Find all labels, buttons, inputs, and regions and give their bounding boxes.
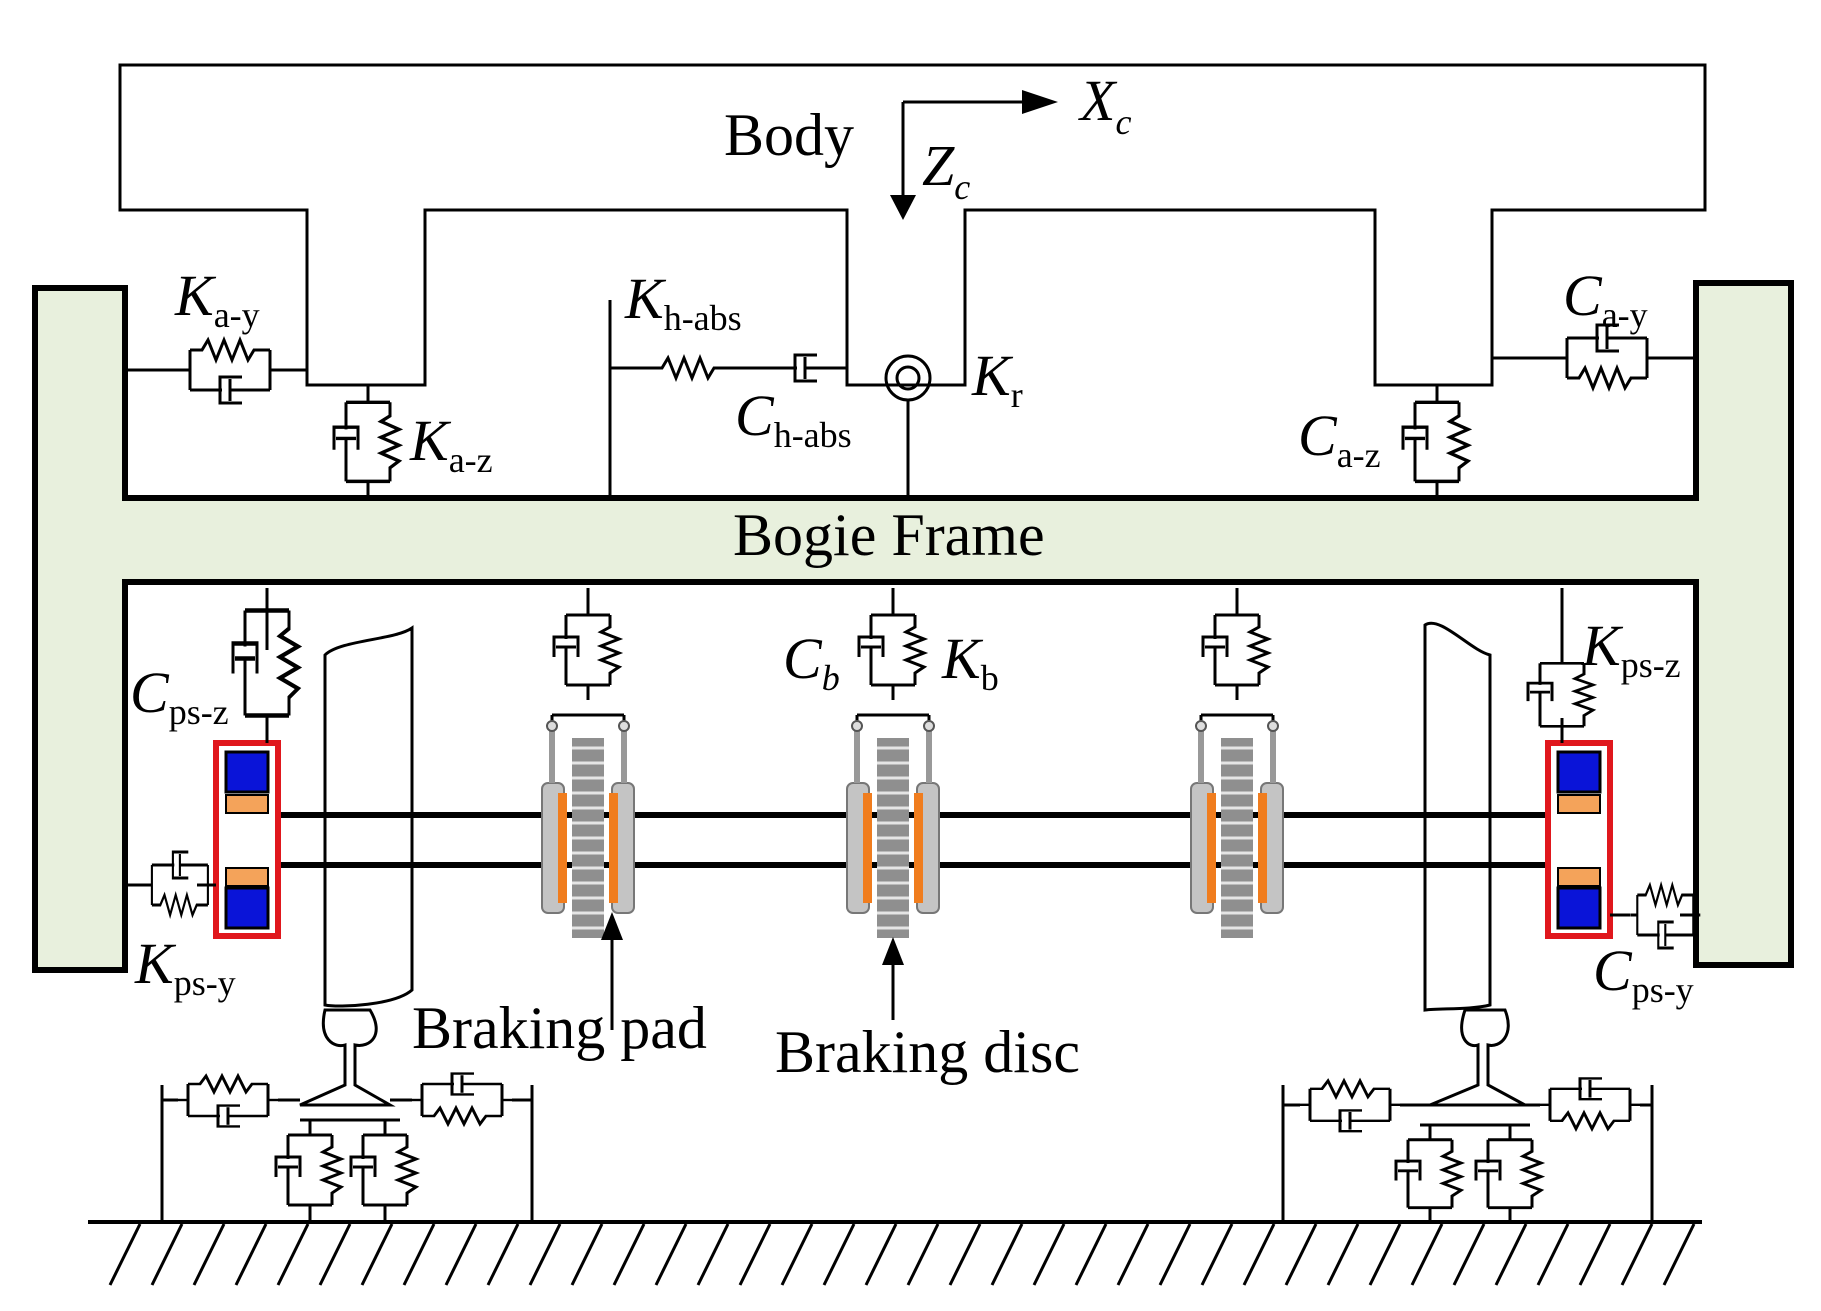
axlebox-bearing-right (1545, 740, 1613, 939)
ground-hatch-icon (88, 1220, 1702, 1286)
ground-hatch-line (444, 1223, 478, 1286)
kr-label: Kr (971, 343, 1023, 415)
cb-label: Cb (783, 626, 840, 698)
ground-hatch-line (192, 1223, 226, 1286)
ground-hatch-line (990, 1223, 1024, 1286)
ground-hatch-line (1368, 1223, 1402, 1286)
ca-z-element (1403, 385, 1468, 498)
ch-abs-damper (763, 353, 847, 383)
brake-suspension-1 (550, 588, 626, 740)
ground-hatch-line (402, 1223, 436, 1286)
ground-hatch-line (108, 1223, 142, 1286)
ground-hatch-line (696, 1223, 730, 1286)
axlebox-bearing-left (213, 740, 281, 939)
ca-z-label: Ca-z (1298, 403, 1381, 475)
braking-pad-label: Braking pad (412, 995, 707, 1061)
ground-hatch-line (738, 1223, 772, 1286)
ground-hatch-line (234, 1223, 268, 1286)
ka-z-label: Ka-z (409, 408, 493, 480)
ground-hatch-line (1032, 1223, 1066, 1286)
ca-y-label: Ca-y (1563, 263, 1648, 335)
rotational-spring-icon (884, 354, 932, 498)
brake-unit-3 (1191, 721, 1283, 938)
ground-hatch-line (906, 1223, 940, 1286)
ground-hatch-line (1578, 1223, 1612, 1286)
ground-hatch-line (570, 1223, 604, 1286)
body-label: Body (724, 102, 854, 168)
ground-hatch-line (1158, 1223, 1192, 1286)
cps-z-label: Cps-z (130, 660, 229, 732)
braking-disc-label: Braking disc (775, 1019, 1080, 1085)
brake-unit-2 (847, 721, 939, 938)
ground-hatch-line (1074, 1223, 1108, 1286)
coordinate-axes (890, 90, 1058, 220)
brake-suspension-3 (1199, 588, 1275, 740)
ground-hatch-line (1452, 1223, 1486, 1286)
rail-left (299, 1008, 396, 1107)
ground-hatch-line (1242, 1223, 1276, 1286)
x-axis-label: Xc (1078, 68, 1131, 142)
ground-hatch-line (486, 1223, 520, 1286)
kb-label: Kb (941, 626, 999, 698)
ground-hatch-line (1536, 1223, 1570, 1286)
track-support-left (160, 1074, 534, 1222)
kh-abs-spring (648, 356, 732, 380)
ground-hatch-line (822, 1223, 856, 1286)
ground-hatch-line (360, 1223, 394, 1286)
wheel-right (1423, 621, 1492, 1012)
ground-hatch-line (654, 1223, 688, 1286)
car-body-outline (118, 63, 1707, 387)
ground-hatch-line (1326, 1223, 1360, 1286)
ground-hatch-line (318, 1223, 352, 1286)
ground-hatch-line (864, 1223, 898, 1286)
braking-pad-arrow (601, 912, 623, 1030)
ch-abs-label: Ch-abs (735, 383, 852, 455)
ka-y-label: Ka-y (174, 263, 260, 335)
ground-hatch-line (528, 1223, 562, 1286)
ground-hatch-line (1662, 1223, 1696, 1286)
kps-z-label: Kps-z (1581, 613, 1681, 685)
ground-hatch-line (276, 1223, 310, 1286)
ground-hatch-line (1116, 1223, 1150, 1286)
ground-hatch-line (1494, 1223, 1528, 1286)
kh-abs-label: Kh-abs (624, 266, 742, 338)
bogie-frame-label: Bogie Frame (733, 502, 1045, 568)
cps-y-label: Cps-y (1593, 938, 1694, 1010)
ka-z-element (334, 385, 399, 498)
wheel-left (323, 625, 414, 1008)
ground-hatch-line (948, 1223, 982, 1286)
ka-y-element (180, 340, 280, 403)
ground-hatch-line (150, 1223, 184, 1286)
ground-hatch-line (1200, 1223, 1234, 1286)
ground-hatch-line (780, 1223, 814, 1286)
braking-disc-arrow (882, 937, 904, 1020)
ground-hatch-line (612, 1223, 646, 1286)
ground-hatch-line (1284, 1223, 1318, 1286)
brake-suspension-2 (855, 588, 931, 740)
brake-unit-1 (542, 721, 634, 938)
rail-right (1429, 1008, 1526, 1107)
track-support-right (1281, 1078, 1654, 1222)
ground-hatch-line (1620, 1223, 1654, 1286)
ground-hatch-line (1410, 1223, 1444, 1286)
kps-y-label: Kps-y (134, 931, 236, 1003)
z-axis-label: Zc (922, 133, 970, 207)
